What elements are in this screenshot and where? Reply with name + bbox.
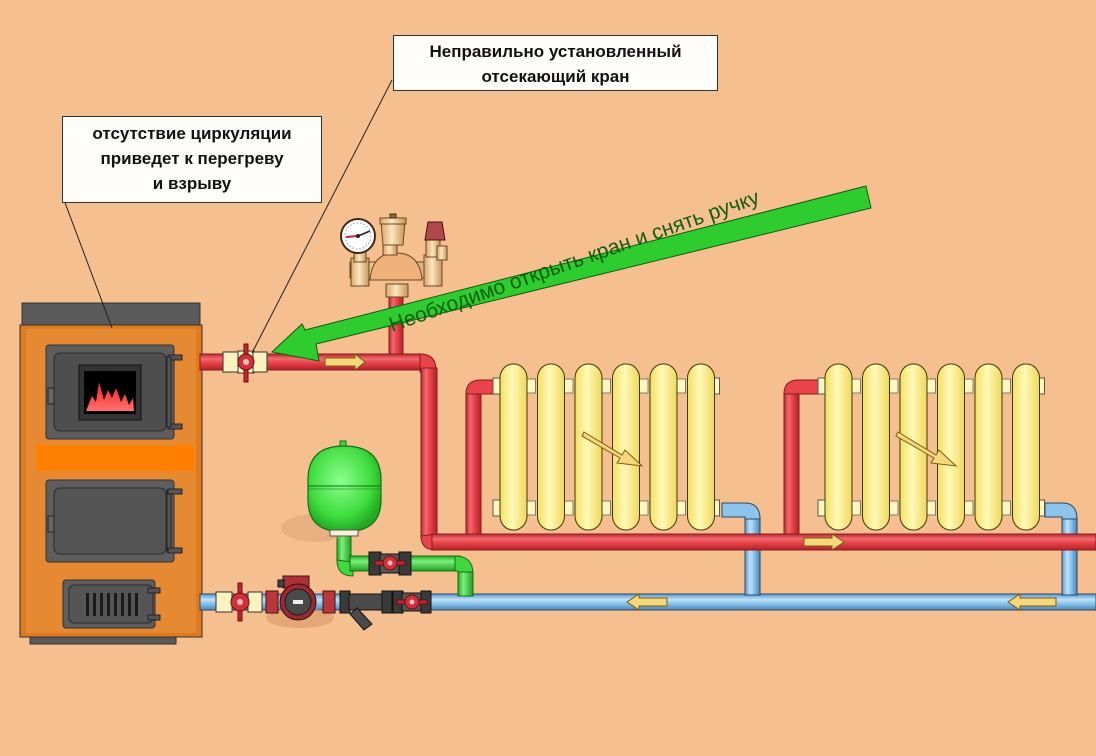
expansion-tank [281,440,382,542]
radiator [817,363,1045,531]
grate-door[interactable] [62,579,161,629]
flow-arrow-right [324,352,366,372]
radiator-section [937,363,965,531]
radiator-section [649,363,678,531]
callout-line: приведет к перегреву [100,149,284,168]
radiator [492,363,720,531]
flame-icon [86,382,134,411]
radiator-section [824,363,853,531]
leader-line [63,199,113,329]
flow-arrow-left [1007,593,1057,611]
callout-line: и взрыву [152,174,232,193]
return-valve[interactable] [215,582,263,622]
flow-arrows [324,352,1057,611]
callout-line: отсутствие циркуляции [92,124,292,143]
boiler [19,302,203,645]
radiator-section [499,363,528,531]
air-vent-icon [379,213,407,256]
boiler-top [21,302,201,326]
callout-line: отсекающий кран [481,67,630,86]
radiator-section [899,363,928,531]
heat-arrow [581,431,644,467]
radiator-section [537,363,565,531]
radiator-section [687,363,715,531]
return-line-valve[interactable] [392,590,432,614]
strainer-filter [339,590,393,631]
ash-door[interactable] [45,479,183,563]
flow-arrow-right [803,533,845,551]
flow-arrow-left [626,593,668,611]
boiler-band [36,445,194,471]
radiator-section [974,363,1003,531]
radiator-section [862,363,890,531]
leader-line [251,79,393,354]
banner-text: Необходимо открыть кран и снять ручку [386,186,763,337]
radiator-section [612,363,640,531]
pressure-gauge-icon [340,218,376,263]
safety-group [340,213,448,298]
radiator-section [574,363,603,531]
heat-arrow [895,431,958,467]
supply-shutoff-valve[interactable] [222,343,268,383]
callout-no-circulation: отсутствие циркуляции приведет к перегре… [62,116,322,203]
safety-valve-icon [424,221,448,261]
callout-line: Неправильно установленный [429,42,682,61]
tank-valve[interactable] [368,551,412,576]
radiator-section [1012,363,1040,531]
firebox-door[interactable] [45,344,183,440]
callout-incorrect-valve: Неправильно установленный отсекающий кра… [393,35,718,91]
circulation-pump [265,575,336,628]
